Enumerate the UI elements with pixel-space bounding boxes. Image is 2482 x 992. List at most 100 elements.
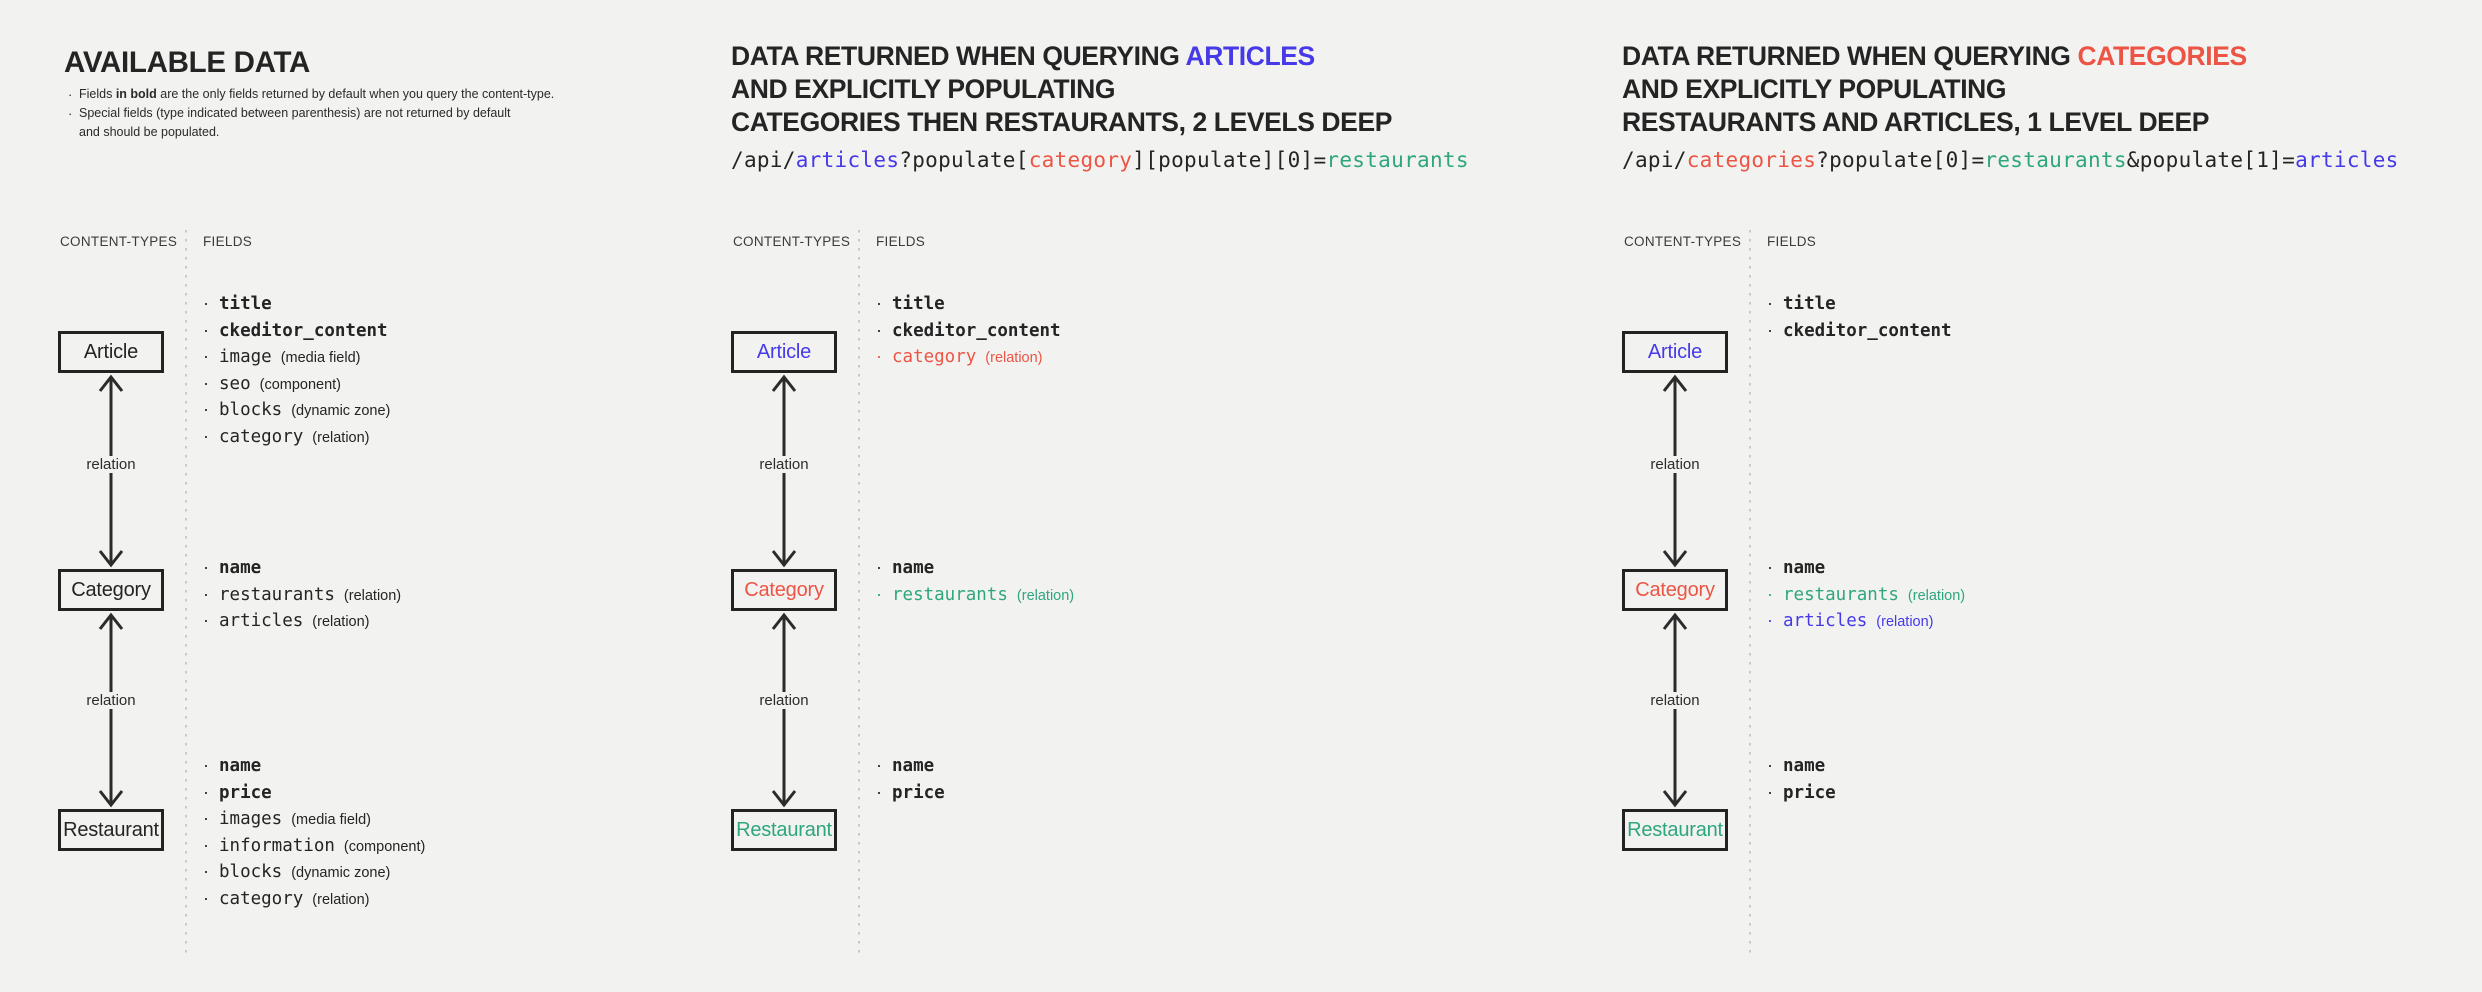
entity-box-article: Article bbox=[58, 331, 164, 373]
entity-label: Article bbox=[756, 340, 812, 363]
field-name: title bbox=[892, 294, 945, 314]
field-bullet-icon: · bbox=[203, 425, 209, 446]
field-item: ·name bbox=[203, 753, 425, 780]
note-item: ·Special fields (type indicated between … bbox=[68, 104, 688, 142]
code-segment: /api/ bbox=[1622, 148, 1687, 172]
content-types-column-label: CONTENT-TYPES bbox=[60, 234, 178, 249]
field-bullet-icon: · bbox=[876, 755, 882, 775]
field-item: ·restaurants(relation) bbox=[203, 582, 401, 609]
title-segment: CATEGORIES bbox=[2077, 41, 2248, 71]
entity-box-article: Article bbox=[1622, 331, 1728, 373]
field-item: ·ckeditor_content bbox=[876, 318, 1061, 345]
title-line: CATEGORIES THEN RESTAURANTS, 2 LEVELS DE… bbox=[731, 106, 1392, 139]
column-divider bbox=[858, 230, 860, 958]
field-bullet-icon: · bbox=[876, 346, 882, 367]
relation-edge-label-text: relation bbox=[1645, 456, 1705, 473]
field-name: restaurants bbox=[1783, 584, 1899, 605]
field-type-annotation: (relation) bbox=[312, 614, 370, 631]
title-line: DATA RETURNED WHEN QUERYING ARTICLES bbox=[731, 40, 1392, 73]
code-segment: ][populate][0]= bbox=[1132, 148, 1327, 172]
api-query-code: /api/categories?populate[0]=restaurants&… bbox=[1622, 148, 2399, 172]
field-item: ·category(relation) bbox=[203, 424, 390, 451]
field-list-restaurant: ·name·price bbox=[876, 753, 945, 806]
field-item: ·name bbox=[1767, 555, 1965, 582]
field-name: price bbox=[219, 782, 272, 803]
title-segment: AND EXPLICITLY POPULATING bbox=[731, 74, 1116, 104]
title-line: RESTAURANTS AND ARTICLES, 1 LEVEL DEEP bbox=[1622, 106, 2247, 139]
field-bullet-icon: · bbox=[203, 808, 209, 829]
field-type-annotation: (component) bbox=[343, 838, 426, 855]
field-bullet-icon: · bbox=[203, 887, 209, 908]
field-name: ckeditor_content bbox=[219, 320, 388, 341]
field-item: ·category(relation) bbox=[203, 886, 425, 913]
fields-column-label: FIELDS bbox=[203, 234, 253, 249]
note-line: Fields in bold are the only fields retur… bbox=[79, 85, 554, 104]
field-name: price bbox=[892, 782, 945, 803]
relation-arrow bbox=[1659, 612, 1691, 808]
field-name: articles bbox=[1783, 611, 1868, 632]
title-segment: AND EXPLICITLY POPULATING bbox=[1622, 74, 2007, 104]
field-item: ·ckeditor_content bbox=[1767, 318, 1952, 345]
relation-edge-label: relation bbox=[711, 692, 857, 709]
code-segment: category bbox=[1028, 148, 1133, 172]
field-item: ·name bbox=[203, 555, 401, 582]
title-line: AND EXPLICITLY POPULATING bbox=[731, 73, 1392, 106]
note-segment: Fields bbox=[79, 87, 116, 101]
note-line: and should be populated. bbox=[79, 123, 511, 142]
entity-label: Category bbox=[744, 578, 824, 601]
note-segment: and should be populated. bbox=[79, 125, 220, 139]
title-segment: DATA RETURNED WHEN QUERYING bbox=[1622, 41, 2078, 71]
field-item: ·blocks(dynamic zone) bbox=[203, 397, 390, 424]
field-type-annotation: (relation) bbox=[985, 350, 1043, 367]
field-name: images bbox=[219, 809, 283, 830]
entity-box-restaurant: Restaurant bbox=[1622, 809, 1728, 851]
field-bullet-icon: · bbox=[203, 834, 209, 855]
field-item: · ckeditor_content bbox=[203, 318, 390, 345]
field-type-annotation: (relation) bbox=[343, 587, 402, 604]
field-type-annotation: (dynamic zone) bbox=[291, 865, 391, 882]
code-segment: &populate[1]= bbox=[2126, 148, 2296, 172]
title-segment: AVAILABLE DATA bbox=[64, 46, 310, 79]
field-name: name bbox=[892, 756, 935, 776]
entity-box-category: Category bbox=[731, 569, 837, 611]
code-segment: ?populate[0]= bbox=[1816, 148, 1985, 172]
column-divider bbox=[185, 230, 187, 958]
field-name: blocks bbox=[219, 400, 283, 421]
field-list-category: ·name·restaurants(relation) bbox=[876, 555, 1074, 608]
title-line: AVAILABLE DATA bbox=[64, 46, 310, 79]
entity-label: Restaurant bbox=[1627, 818, 1723, 841]
field-item: ·name bbox=[1767, 753, 1836, 780]
panel-query-categories: DATA RETURNED WHEN QUERYING CATEGORIES AN… bbox=[1622, 0, 2477, 992]
field-bullet-icon: · bbox=[1767, 781, 1773, 802]
entity-label: Category bbox=[1635, 578, 1715, 601]
entity-box-category: Category bbox=[58, 569, 164, 611]
entity-box-article: Article bbox=[731, 331, 837, 373]
field-item: ·price bbox=[203, 780, 425, 807]
field-name: title bbox=[1783, 294, 1836, 314]
entity-box-restaurant: Restaurant bbox=[731, 809, 837, 851]
field-bullet-icon: · bbox=[203, 319, 209, 340]
field-name: restaurants bbox=[219, 584, 335, 605]
field-bullet-icon: · bbox=[203, 861, 209, 882]
code-segment: categories bbox=[1686, 148, 1817, 172]
code-segment: articles bbox=[795, 148, 900, 172]
field-bullet-icon: · bbox=[1767, 583, 1773, 604]
field-list-restaurant: ·name·price bbox=[1767, 753, 1836, 806]
field-name: name bbox=[219, 558, 262, 578]
title-segment: DATA RETURNED WHEN QUERYING bbox=[731, 41, 1186, 71]
code-segment: articles bbox=[2295, 148, 2399, 172]
note-segment: are the only fields returned by default … bbox=[156, 87, 555, 101]
field-name: name bbox=[1783, 558, 1826, 578]
field-type-annotation: (relation) bbox=[1907, 587, 1966, 604]
title-line: AND EXPLICITLY POPULATING bbox=[1622, 73, 2247, 106]
title-segment: RESTAURANTS AND ARTICLES, 1 LEVEL DEEP bbox=[1622, 107, 2210, 137]
field-name: ckeditor_content bbox=[892, 320, 1061, 341]
field-item: ·information(component) bbox=[203, 833, 425, 860]
field-name: name bbox=[219, 756, 262, 776]
field-bullet-icon: · bbox=[203, 610, 209, 631]
field-list-category: ·name·restaurants(relation)·articles(rel… bbox=[1767, 555, 1965, 635]
relation-edge-label-text: relation bbox=[81, 456, 141, 473]
column-divider bbox=[1749, 230, 1751, 958]
